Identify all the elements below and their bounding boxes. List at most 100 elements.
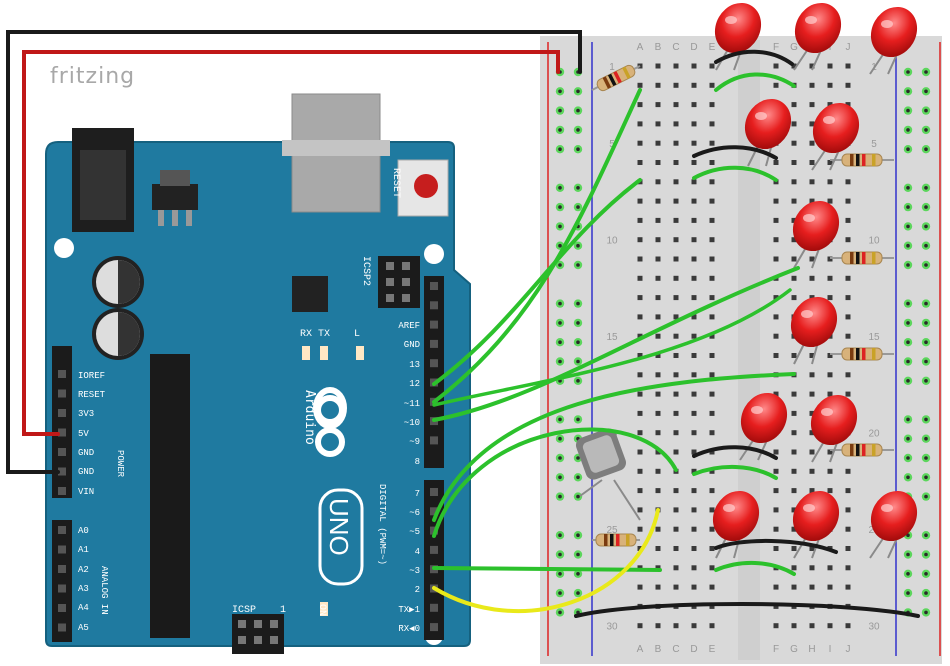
breadboard-hole [673,295,679,301]
breadboard-hole [791,468,797,474]
pin-label: GND [78,467,94,477]
breadboard-hole [773,198,779,204]
breadboard-hole [791,449,797,455]
breadboard-hole [691,546,697,551]
jumper-black-top[interactable] [714,49,794,66]
breadboard-hole [845,372,851,378]
breadboard-hole [827,565,833,571]
breadboard-hole [791,237,797,243]
rail-hole-center [558,186,562,190]
l-label: L [354,329,360,340]
breadboard-hole [845,507,851,513]
breadboard-hole [655,488,661,494]
breadboard-hole [709,623,715,629]
jumper-green-top[interactable] [714,72,796,92]
breadboard-hole [791,507,797,513]
pin-label: TX▶1 [398,605,420,615]
pin-label: A2 [78,565,89,575]
jumper-green-row27[interactable] [714,561,796,576]
wire-green-pin5[interactable] [432,427,678,538]
rail-hole-center [906,263,910,267]
jumper-green-row23[interactable] [692,465,778,480]
breadboard-hole [827,623,833,629]
breadboard-hole [809,102,815,108]
row-number: 1 [609,62,615,73]
breadboard-hole [791,623,797,629]
jumper-green-row7[interactable] [692,165,778,182]
breadboard-hole [773,237,779,243]
breadboard-hole [673,82,679,88]
breadboard-hole [773,449,779,455]
wire-red-5v[interactable] [22,50,560,436]
breadboard-hole [809,82,815,88]
breadboard-hole [827,198,833,204]
breadboard-hole [809,623,815,629]
breadboard-hole [673,526,679,532]
breadboard-hole [655,237,661,243]
breadboard-hole [691,237,697,243]
column-label: J [846,42,851,53]
jumper-black-row26[interactable] [714,538,838,554]
header-pin [58,623,66,632]
breadboard-hole [673,275,679,281]
uno-badge: UNO [318,488,364,586]
breadboard-hole [709,179,715,185]
pin-label: ~3 [409,566,420,576]
rail-hole-center [924,359,928,364]
breadboard-hole [809,160,815,165]
breadboard-hole [709,102,715,108]
breadboard-hole [773,314,779,320]
jumper-black-row22[interactable] [692,445,778,460]
header-pin [430,339,438,348]
breadboard-hole [845,198,851,204]
breadboard-hole [655,121,661,127]
header-pin [58,487,66,495]
breadboard-hole [845,217,851,223]
breadboard-hole [637,546,643,551]
breadboard-hole [791,256,797,262]
breadboard-hole [691,488,697,494]
rail-hole-center [924,108,928,113]
jumper-black-row6[interactable] [692,145,778,160]
breadboard-hole [673,353,679,358]
wire-green-pin3[interactable] [432,566,662,572]
column-label: B [655,42,662,53]
rail-hole-center [576,186,580,190]
pin-label: AREF [398,321,420,331]
rail-hole-center [576,456,580,460]
breadboard-hole [655,546,661,551]
breadboard-hole [655,372,661,378]
breadboard-hole [637,623,643,629]
breadboard-hole [655,179,661,185]
breadboard-hole [655,198,661,204]
wire-black-bottom-rail[interactable] [574,602,920,618]
rail-hole-center [906,70,910,74]
header-pin [254,636,262,644]
breadboard-hole [809,430,815,436]
breadboard-hole [791,275,797,281]
wire-green-pin10[interactable] [432,266,800,422]
breadboard-hole [845,63,851,69]
wire-green-pin9[interactable] [432,288,792,407]
wire-black-gnd[interactable] [6,30,582,474]
rail-hole-center [906,224,910,229]
reset-button-cap[interactable] [414,174,438,198]
rail-hole-center [924,128,928,132]
breadboard-hole [809,198,815,204]
breadboard-hole [845,102,851,108]
rail-hole-center [576,128,580,132]
wire-green-pin12[interactable] [432,178,642,386]
column-label: E [709,644,716,655]
red-led [869,6,918,75]
mount-hole-icon [424,244,444,264]
column-label: I [829,644,832,655]
red-led [869,490,918,559]
breadboard-hole [691,295,697,301]
resistor [591,64,641,92]
pin-label: ~11 [404,399,420,409]
rail-hole-center [924,205,928,209]
rail-hole-center [558,533,562,537]
wire-green-pin6[interactable] [432,372,796,522]
rail-hole-center [576,147,580,151]
wire-yellow-pin2[interactable] [432,508,660,613]
